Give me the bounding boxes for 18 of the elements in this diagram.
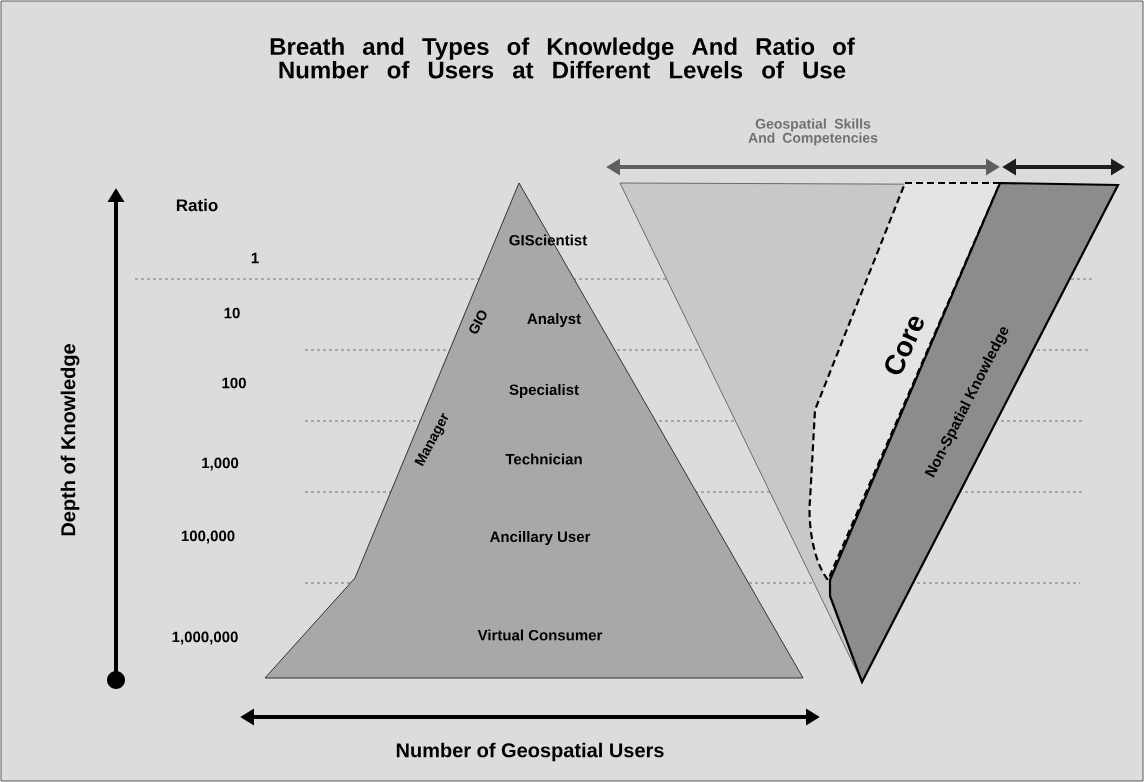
- ratio-label: 100: [222, 377, 246, 389]
- axis-label: Number of Geospatial Users: [396, 742, 664, 762]
- ratio-label: 1,000: [202, 457, 239, 471]
- level-label: Technician: [505, 453, 582, 465]
- ratio-label: 10: [224, 307, 240, 319]
- ratio-label: 1,000,000: [172, 631, 238, 645]
- level-label: Specialist: [509, 384, 579, 398]
- level-label: Virtual Consumer: [477, 629, 603, 641]
- axis-label: Depth of Knowledge: [60, 344, 80, 536]
- level-label: Analyst: [527, 313, 581, 327]
- title: Breath and Types of Knowledge And Ratio of Number of Users at Different Levels of Use: [270, 37, 855, 79]
- ratio-label: 100,000: [181, 530, 235, 544]
- level-label: Ancillary User: [489, 531, 591, 545]
- level-label: GIO: [469, 310, 487, 334]
- pyramid: [264, 182, 804, 679]
- level-label: GIScientist: [509, 234, 587, 246]
- axis-label: Ratio: [176, 198, 218, 212]
- section-label: Geospatial Skills And Competencies: [748, 118, 878, 146]
